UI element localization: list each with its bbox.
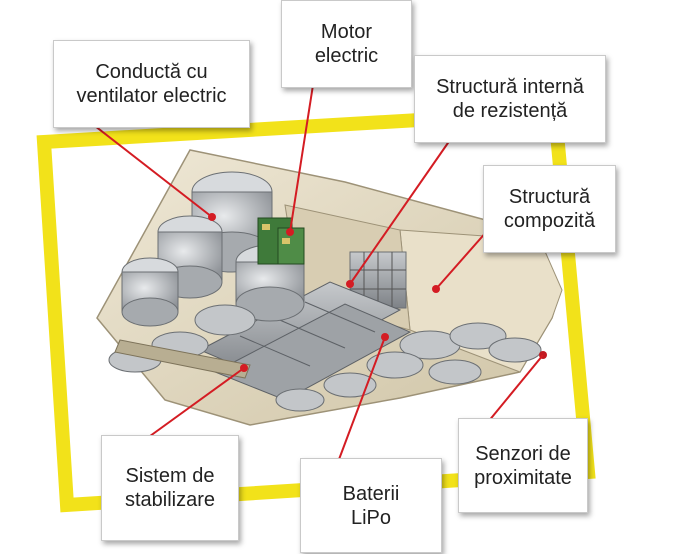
leader-batteries	[337, 336, 386, 463]
yellow-frame	[36, 104, 596, 513]
label-batteries: Baterii LiPo	[300, 458, 442, 553]
stabilization-system	[114, 339, 251, 379]
leader-lines	[94, 84, 544, 463]
leader-motor	[289, 84, 314, 233]
leader-duct-fan	[94, 125, 213, 218]
label-sensors-text: Senzori de proximitate	[474, 442, 572, 489]
label-stabilization-text: Sistem de stabilizare	[124, 465, 216, 511]
leader-internal-structure	[349, 139, 451, 285]
label-duct-fan-text: Conductă cu ventilator electric	[76, 61, 227, 107]
label-composite-text: Structură compozită	[503, 186, 596, 232]
label-composite: Structură compozită	[483, 165, 616, 253]
label-sensors: Senzori de proximitate	[458, 418, 588, 513]
label-internal-structure: Structură internă de rezistență	[414, 55, 606, 143]
label-internal-structure-text: Structură internă de rezistență	[436, 76, 584, 122]
label-motor: Motor electric	[281, 0, 412, 88]
label-batteries-text: Baterii LiPo	[342, 482, 400, 529]
lipo-batteries	[198, 281, 412, 401]
ducted-fans-right	[275, 322, 542, 412]
label-duct-fan: Conductă cu ventilator electric	[53, 40, 250, 128]
label-stabilization: Sistem de stabilizare	[101, 435, 239, 541]
leader-sensors	[487, 354, 544, 423]
leader-composite	[435, 229, 489, 290]
label-motor-text: Motor electric	[314, 21, 379, 67]
